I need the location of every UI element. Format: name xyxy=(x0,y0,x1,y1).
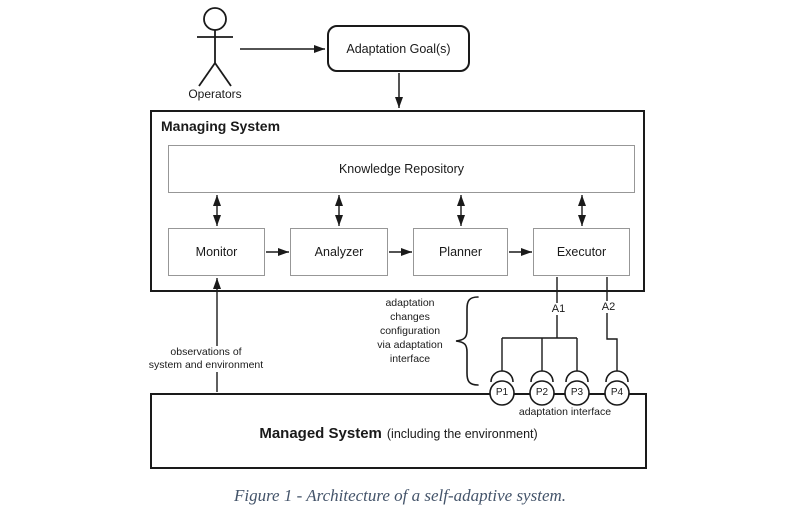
analyzer-label: Analyzer xyxy=(314,245,364,259)
managed-system-subtitle: (including the environment) xyxy=(386,427,538,441)
port-p2-label: P2 xyxy=(535,387,549,398)
adaptation-goals-box: Adaptation Goal(s) xyxy=(327,25,470,72)
port-p4-label: P4 xyxy=(610,387,624,398)
knowledge-repository-box: Knowledge Repository xyxy=(168,145,635,193)
managing-system-box: Managing System xyxy=(150,110,645,292)
actor-icon xyxy=(197,7,233,87)
a2-label: A2 xyxy=(599,301,618,313)
observations-label: observations of system and environment xyxy=(136,346,276,372)
managed-system-title: Managed System xyxy=(259,425,382,442)
adaptation-changes-label: adaptation changes configuration via ada… xyxy=(377,297,443,365)
figure-caption: Figure 1 - Architecture of a self-adapti… xyxy=(233,486,567,505)
operators-label: Operators xyxy=(188,87,242,101)
planner-label: Planner xyxy=(438,245,483,259)
managed-system-box: Managed System (including the environmen… xyxy=(150,393,647,469)
analyzer-box: Analyzer xyxy=(290,228,388,276)
managed-system-title-row: Managed System (including the environmen… xyxy=(152,425,645,442)
monitor-label: Monitor xyxy=(195,245,238,259)
executor-label: Executor xyxy=(556,245,607,259)
knowledge-repository-label: Knowledge Repository xyxy=(338,162,465,176)
adaptation-goals-label: Adaptation Goal(s) xyxy=(346,41,451,56)
socket-arcs xyxy=(490,370,629,383)
port-p1-label: P1 xyxy=(495,387,509,398)
monitor-box: Monitor xyxy=(168,228,265,276)
planner-box: Planner xyxy=(413,228,508,276)
a1-label: A1 xyxy=(549,303,568,315)
executor-box: Executor xyxy=(533,228,630,276)
adaptation-interface-label: adaptation interface xyxy=(518,406,612,418)
managing-system-title: Managing System xyxy=(161,118,281,134)
port-p3-label: P3 xyxy=(570,387,584,398)
